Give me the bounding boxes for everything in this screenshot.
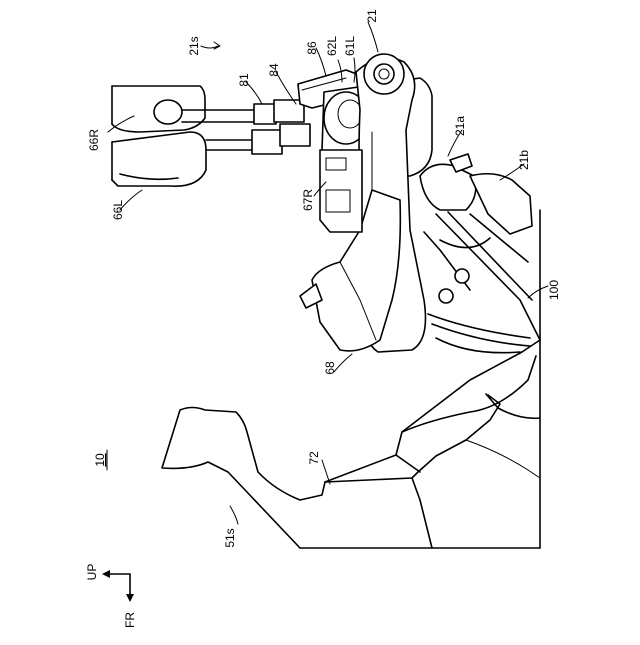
handle-grip-66R [112, 86, 205, 132]
arrow-fr-icon [126, 594, 134, 602]
label-21s: 21s [187, 36, 201, 55]
mount-21b [470, 174, 532, 234]
label-fr: FR [123, 612, 137, 628]
label-84: 84 [267, 63, 281, 77]
arrow-up-icon [102, 570, 110, 578]
label-66L: 66L [111, 200, 125, 220]
cable-84 [206, 124, 310, 154]
stay-100 [424, 212, 540, 353]
label-61L: 61L [343, 36, 357, 56]
label-51s: 51s [223, 528, 237, 547]
label-86: 86 [305, 41, 319, 55]
cable-81 [182, 100, 304, 124]
label-62L: 62L [325, 36, 339, 56]
label-68: 68 [323, 361, 337, 375]
label-66R: 66R [87, 129, 101, 151]
direction-arrows [102, 570, 134, 602]
handle-grip-66L [112, 132, 206, 186]
label-67R: 67R [301, 189, 315, 211]
label-21a: 21a [453, 116, 467, 136]
label-up: UP [85, 564, 99, 581]
label-figure-ref-10: 10 [93, 453, 107, 467]
switch-body-67R [320, 150, 362, 232]
label-81: 81 [237, 73, 251, 87]
label-21b: 21b [517, 150, 531, 170]
label-100: 100 [547, 280, 561, 300]
label-21: 21 [365, 9, 379, 23]
label-72: 72 [307, 451, 321, 465]
